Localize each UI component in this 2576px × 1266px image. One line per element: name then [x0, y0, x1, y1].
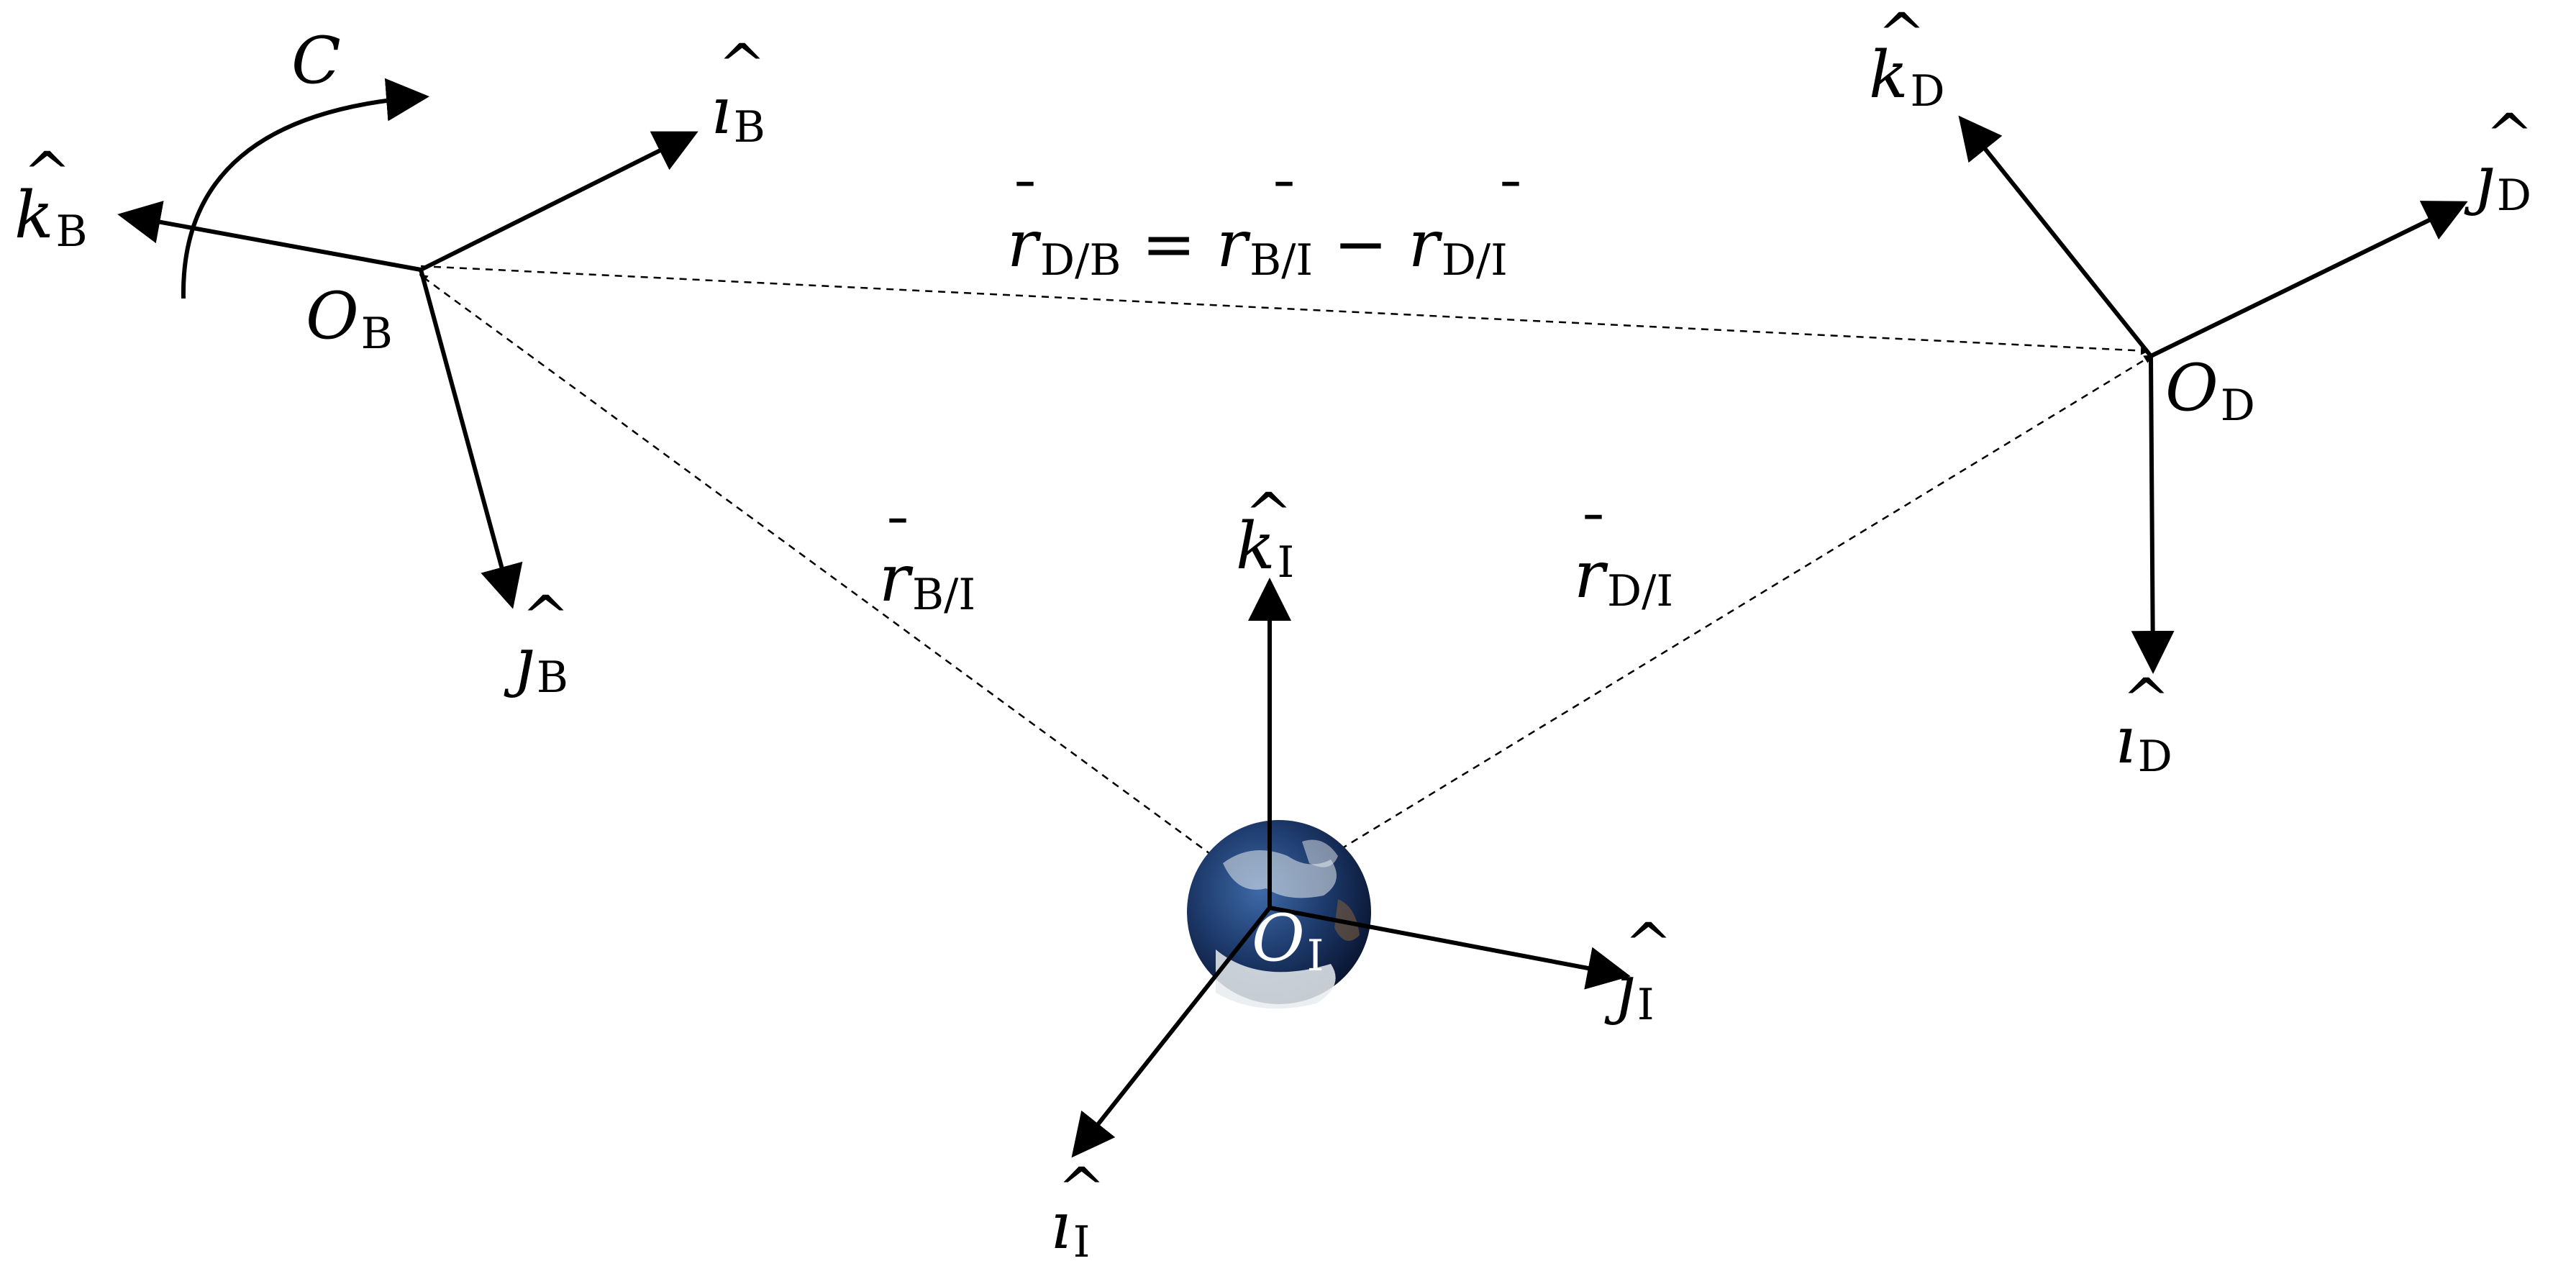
svg-text:ıD: ıD [2115, 703, 2172, 782]
vector-r-D-B-line [420, 265, 2149, 355]
svg-text:ıI: ıI [1050, 1188, 1091, 1266]
label-k-D: ^ kD [1869, 1, 1945, 117]
eq-t1-sub: B/I [1250, 235, 1313, 286]
label-r-D-I-sub: D/I [1607, 566, 1673, 616]
label-k-B-sub: B [56, 206, 88, 257]
earth-cloud-1 [1223, 850, 1337, 898]
axis-j-B [419, 269, 523, 609]
label-origin-I-main: O [1252, 901, 1305, 976]
frame-D [1958, 115, 2468, 674]
label-j-D-sub: D [2497, 170, 2531, 221]
label-k-I-main: k [1236, 509, 1275, 584]
frame-B [117, 78, 698, 609]
label-j-D-main: ȷ [2464, 142, 2495, 217]
label-k-D-sub: D [1911, 66, 1945, 117]
bar-glyph: ¯ [1270, 171, 1298, 238]
label-origin-B-main: O [306, 278, 359, 354]
label-i-B-sub: B [734, 102, 765, 152]
axis-k-B [117, 201, 422, 272]
label-k-B-main: k [14, 178, 54, 253]
label-j-I-sub: I [1637, 980, 1655, 1030]
earth-cloud-3 [1302, 839, 1338, 867]
eq-minus: − [1313, 206, 1408, 282]
label-r-B-I: ¯ rB/I [879, 508, 975, 620]
label-i-D-sub: D [2138, 732, 2172, 782]
label-j-B: ^ ȷB [504, 583, 570, 703]
eq-lhs-sub: D/B [1040, 235, 1121, 286]
position-vectors [419, 265, 2153, 865]
label-origin-I-sub: I [1307, 931, 1324, 981]
label-j-B-main: ȷ [504, 624, 534, 699]
label-r-D-I-main: r [1574, 537, 1608, 613]
label-k-D-main: k [1869, 37, 1908, 113]
eq-t1-main: r [1216, 206, 1251, 282]
label-origin-D: OD [2165, 350, 2255, 431]
hat-glyph: ^ [2122, 666, 2170, 733]
label-j-I-main: ȷ [1604, 951, 1635, 1026]
axis-j-D [2149, 201, 2468, 358]
axis-j-I [1269, 906, 1631, 990]
svg-text:ıB: ıB [711, 73, 765, 152]
label-r-B-I-main: r [879, 541, 914, 616]
relative-position-equation: rD/B = rB/I − rD/I ¯ ¯ ¯ [1007, 171, 1525, 286]
svg-text:rD/B = rB/I − rD/I: rD/B = rB/I − rD/I [1007, 206, 1508, 286]
rotation-label: C [291, 23, 341, 99]
vector-r-D-I-line [1329, 355, 2153, 857]
earth-cloud-2 [1216, 950, 1336, 1009]
vector-r-B-I-line [419, 274, 1224, 865]
label-i-B-main: ı [711, 73, 732, 149]
frame-I [1071, 578, 1631, 1158]
svg-text:kI: kI [1236, 509, 1294, 588]
svg-text:kD: kD [1869, 37, 1945, 117]
hat-glyph: ^ [23, 140, 71, 206]
hat-glyph: ^ [1624, 911, 1672, 978]
label-r-D-I: ¯ rD/I [1574, 504, 1673, 616]
hat-glyph: ^ [1244, 481, 1293, 547]
label-k-I: ^ kI [1236, 481, 1294, 588]
bar-glyph: ¯ [1496, 171, 1525, 238]
label-origin-B-sub: B [361, 309, 393, 359]
label-i-B: ^ ıB [711, 32, 766, 152]
earth [1187, 820, 1371, 1009]
svg-text:rD/I: rD/I [1574, 537, 1673, 616]
axis-i-I [1071, 906, 1272, 1158]
svg-text:rB/I: rB/I [879, 541, 975, 620]
label-j-B-sub: B [537, 652, 568, 703]
hat-glyph: ^ [2485, 101, 2534, 168]
bar-glyph: ¯ [883, 508, 912, 575]
axis-k-D [1958, 115, 2153, 358]
rotation-arc [181, 78, 429, 299]
bar-glyph: ¯ [1011, 171, 1039, 238]
label-origin-I: OI [1252, 901, 1324, 981]
hat-glyph: ^ [718, 32, 766, 99]
label-i-I-sub: I [1073, 1217, 1091, 1266]
label-i-I-main: ı [1050, 1188, 1071, 1264]
axis-i-D [2131, 355, 2175, 674]
label-i-D: ^ ıD [2115, 666, 2172, 782]
hat-glyph: ^ [1057, 1155, 1106, 1222]
eq-t2-sub: D/I [1442, 235, 1508, 286]
axis-i-B [419, 131, 698, 272]
label-origin-B: OB [306, 278, 393, 359]
earth-land [1334, 899, 1360, 941]
label-i-I: ^ ıI [1050, 1155, 1106, 1266]
hat-glyph: ^ [1878, 1, 1926, 68]
bar-glyph: ¯ [1579, 504, 1608, 571]
label-k-B: ^ kB [14, 140, 88, 257]
label-origin-D-sub: D [2221, 381, 2255, 431]
hat-glyph: ^ [522, 583, 570, 650]
label-r-B-I-sub: B/I [912, 570, 975, 620]
label-j-D: ^ ȷD [2464, 101, 2534, 221]
svg-text:kB: kB [14, 178, 88, 257]
label-k-I-sub: I [1278, 537, 1295, 588]
eq-lhs-main: r [1007, 206, 1042, 282]
label-j-I: ^ ȷI [1604, 911, 1672, 1030]
label-i-D-main: ı [2115, 703, 2136, 778]
label-origin-D-main: O [2165, 350, 2218, 426]
eq-t2-main: r [1408, 206, 1443, 282]
eq-equals: = [1121, 206, 1216, 282]
